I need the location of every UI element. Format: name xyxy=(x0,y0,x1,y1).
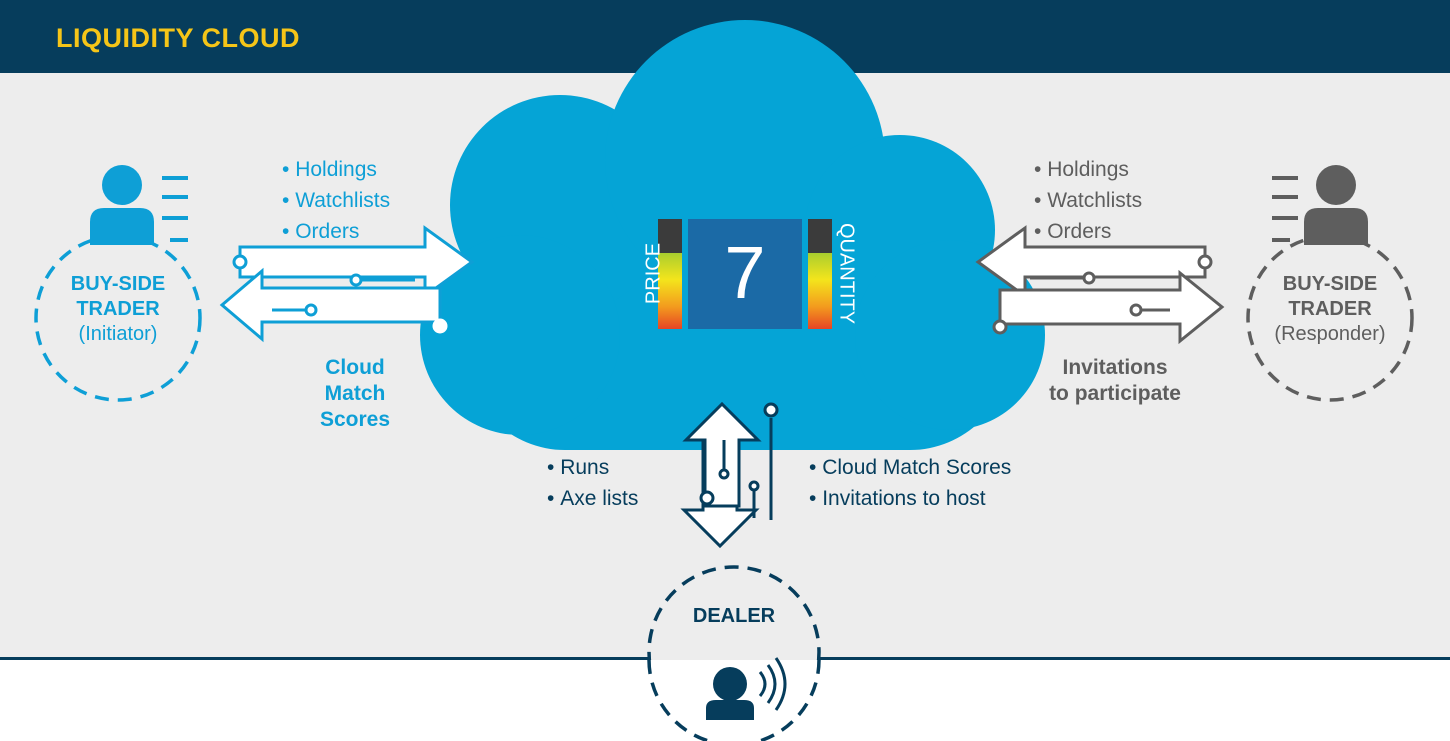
list-item: Watchlists xyxy=(282,185,390,216)
list-item: Runs xyxy=(547,452,638,483)
list-item: Holdings xyxy=(282,154,390,185)
responder-role: BUY-SIDE TRADER (Responder) xyxy=(1274,273,1386,345)
list-item: Orders xyxy=(1034,216,1142,247)
responder-arrows xyxy=(975,225,1225,345)
initiator-arrows xyxy=(219,225,475,343)
initiator-role: BUY-SIDE TRADER (Initiator) xyxy=(70,273,166,345)
dealer-receives-list: Cloud Match Scores Invitations to host xyxy=(809,452,1011,514)
initiator-trader xyxy=(34,165,202,402)
list-item: Axe lists xyxy=(547,483,638,514)
score-box xyxy=(688,219,802,329)
list-item: Holdings xyxy=(1034,154,1142,185)
responder-trader xyxy=(1246,165,1414,402)
user-list-icon xyxy=(1272,165,1368,245)
price-label: PRICE xyxy=(642,242,665,305)
score-value: 7 xyxy=(724,231,766,314)
dealer-arrows xyxy=(680,401,779,549)
initiator-receives: Cloud Match Scores xyxy=(319,356,391,431)
match-score-display xyxy=(658,219,832,329)
user-list-icon xyxy=(90,165,188,245)
list-item: Invitations to host xyxy=(809,483,1011,514)
speaking-person-icon xyxy=(706,657,787,720)
page-title: LIQUIDITY CLOUD xyxy=(56,23,301,53)
list-item: Watchlists xyxy=(1034,185,1142,216)
list-item: Cloud Match Scores xyxy=(809,452,1011,483)
initiator-sends-list: Holdings Watchlists Orders xyxy=(282,154,390,247)
quantity-label: QUANTITY xyxy=(835,222,858,325)
list-item: Orders xyxy=(282,216,390,247)
responder-sends-list: Holdings Watchlists Orders xyxy=(1034,154,1142,247)
dealer-node xyxy=(647,565,821,741)
dealer-sends-list: Runs Axe lists xyxy=(547,452,638,514)
responder-receives: Invitations to participate xyxy=(1049,356,1181,405)
dealer-label: DEALER xyxy=(692,605,776,627)
